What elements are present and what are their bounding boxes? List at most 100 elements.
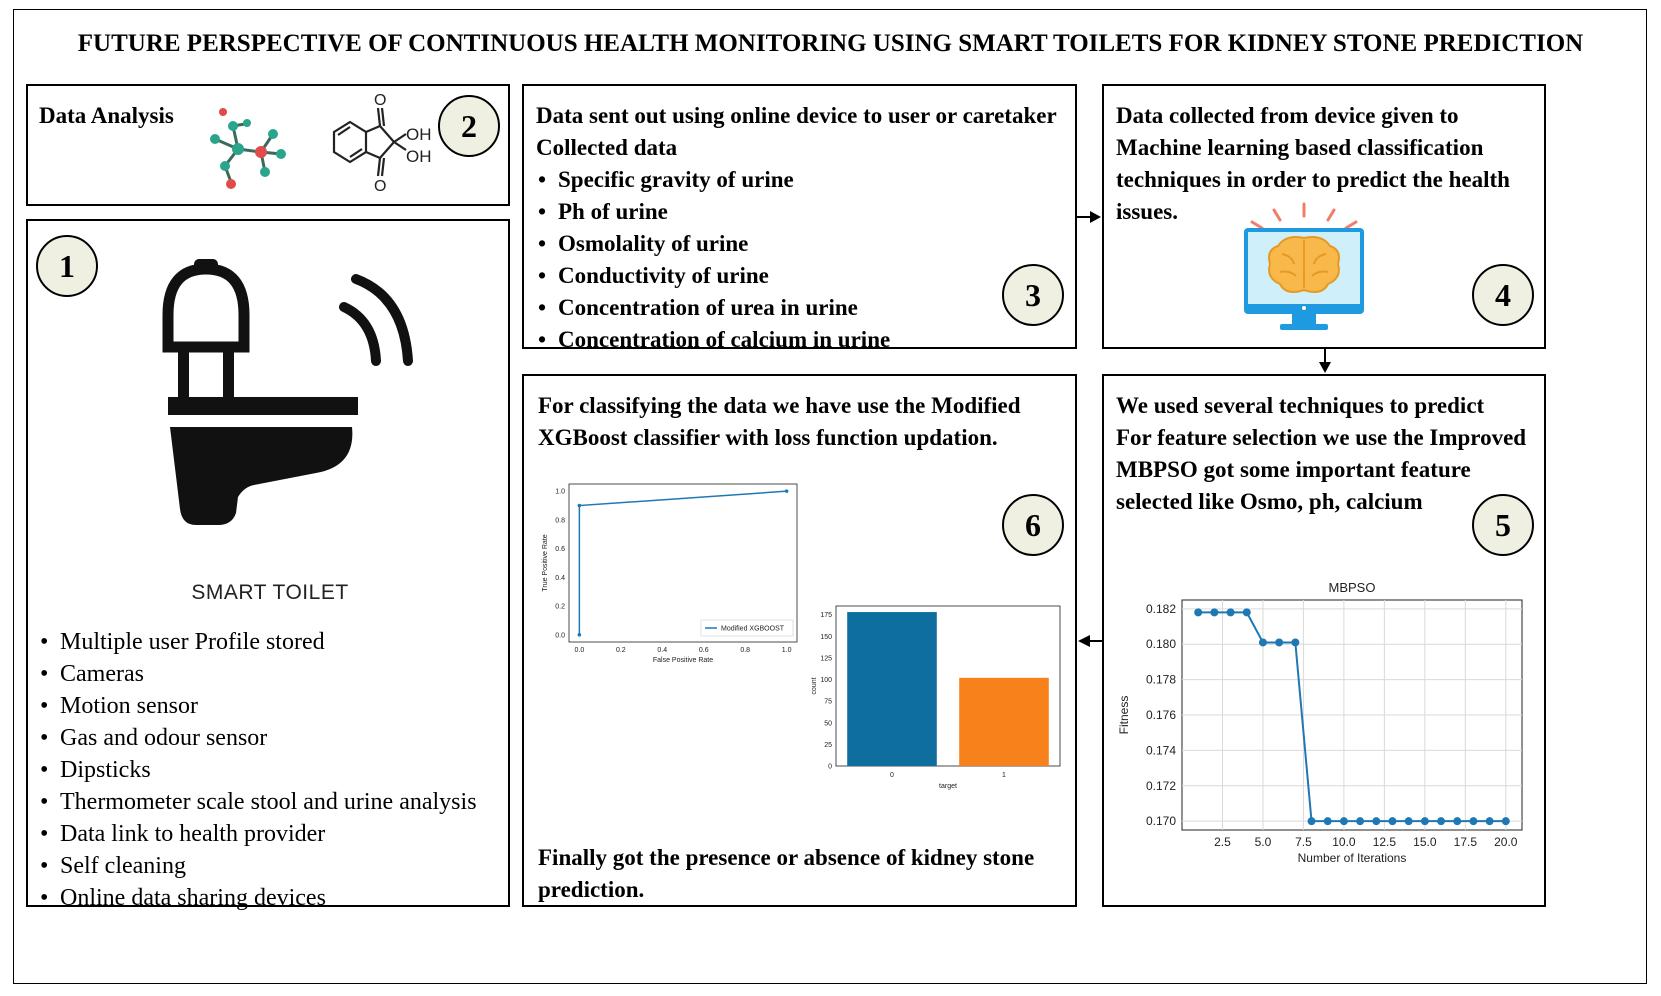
toilet-feature-item: Dipsticks (38, 754, 477, 786)
step-6-badge: 6 (1002, 494, 1064, 556)
y-tick-label: 125 (820, 655, 832, 662)
target-count-bar-chart: 0 25 50 75 100 125 150 175 0 1 target count (811, 605, 1061, 790)
toilet-feature-item: Data link to health provider (38, 818, 477, 850)
classification-line: prediction. (538, 877, 645, 902)
ml-text-line: Data collected from device given to (1116, 103, 1459, 128)
step-4-badge: 4 (1472, 264, 1534, 326)
y-tick-label: 100 (820, 677, 832, 684)
classification-text-bottom: Finally got the presence or absence of k… (538, 842, 1034, 906)
step-2-badge: 2 (438, 95, 500, 157)
y-tick-label: 0.170 (1146, 814, 1176, 828)
collected-data-item: Concentration of calcium in urine (536, 324, 1057, 356)
x-tick-label: 1 (1002, 772, 1006, 779)
toilet-feature-item: Cameras (38, 658, 477, 690)
y-tick-label: 150 (820, 634, 832, 641)
y-tick-label: 0.2 (555, 604, 565, 611)
mbpso-fitness-chart: 2.5 5.0 7.5 10.0 12.5 15.0 17.5 20.0 0.170 0.172 0… (1117, 580, 1523, 865)
y-tick-label: 0.172 (1146, 779, 1176, 793)
toilet-feature-item: Online data sharing devices (38, 882, 477, 914)
smart-toilet-caption: SMART TOILET (191, 581, 349, 604)
fitness-point (1453, 817, 1462, 826)
collection-line-1: Data sent out using online device to use… (536, 103, 1057, 128)
panel-classification: For classifying the data we have use the… (522, 374, 1077, 907)
ml-text-line: Machine learning based classification (1116, 135, 1484, 160)
y-tick-label: 0.0 (555, 632, 565, 639)
roc-point (577, 633, 582, 637)
y-tick-label: 0.176 (1146, 708, 1176, 722)
x-tick-label: 15.0 (1413, 835, 1437, 849)
selection-text-line: We used several techniques to predict (1116, 393, 1485, 418)
y-tick-label: 25 (824, 742, 832, 749)
smart-toilet-icon (162, 259, 413, 525)
x-tick-label: 5.0 (1255, 835, 1272, 849)
x-tick-label: 12.5 (1373, 835, 1397, 849)
chem-oxygen-bottom: O (374, 178, 386, 195)
classification-line: For classifying the data we have use the… (538, 393, 1021, 418)
y-tick-label: 0.6 (555, 546, 565, 553)
x-tick-label: 0 (890, 772, 894, 779)
ml-text: Data collected from device given to Machi… (1116, 100, 1510, 228)
classification-text-top: For classifying the data we have use the… (538, 390, 1021, 454)
x-tick-label: 7.5 (1295, 835, 1312, 849)
fitness-point (1339, 817, 1348, 826)
step-5-badge: 5 (1472, 494, 1534, 556)
chem-oxygen-top: O (374, 92, 386, 109)
x-tick-label: 2.5 (1214, 835, 1231, 849)
toilet-feature-item: Thermometer scale stool and urine analys… (38, 786, 477, 818)
y-axis-label: True Positive Rate (542, 534, 549, 591)
fitness-point (1323, 817, 1332, 826)
page-title: FUTURE PERSPECTIVE OF CONTINUOUS HEALTH … (77, 30, 1584, 57)
x-axis-label: target (939, 783, 957, 790)
toilet-feature-item: Multiple user Profile stored (38, 626, 477, 658)
fitness-point (1501, 817, 1510, 826)
panel-machine-learning: Data collected from device given to Machi… (1102, 84, 1546, 349)
selection-text-line: For feature selection we use the Improve… (1116, 425, 1527, 450)
chart-title: MBPSO (1329, 580, 1376, 595)
legend-label: Modified XGBOOST (721, 626, 785, 633)
fitness-point (1307, 817, 1316, 826)
fitness-point (1210, 608, 1219, 617)
y-tick-label: 50 (824, 720, 832, 727)
x-tick-label: 20.0 (1494, 835, 1518, 849)
fitness-point (1356, 817, 1365, 826)
x-tick-label: 17.5 (1454, 835, 1478, 849)
x-axis-label: Number of Iterations (1298, 851, 1407, 865)
fitness-point (1242, 608, 1251, 617)
fitness-point (1388, 817, 1397, 826)
ml-text-line: issues. (1116, 199, 1178, 224)
step-3-badge: 3 (1002, 264, 1064, 326)
panel-smart-toilet: 1 SMART TOILET Multiple user Profile sto… (26, 219, 510, 914)
selection-text-line: selected like Osmo, ph, calcium (1116, 489, 1423, 514)
x-tick-label: 0.8 (740, 647, 750, 654)
y-tick-label: 0.178 (1146, 673, 1176, 687)
chem-hydroxyl-bottom: OH (406, 147, 432, 166)
panel-data-collection: Data sent out using online device to use… (522, 84, 1077, 356)
y-tick-label: 0.180 (1146, 637, 1176, 651)
fitness-point (1258, 638, 1267, 647)
y-axis-label: count (811, 677, 818, 694)
panel-data-analysis: Data Analysis O O OH (26, 84, 510, 206)
brain-monitor-icon (1244, 202, 1364, 330)
fitness-point (1404, 817, 1413, 826)
legend-box (700, 619, 794, 637)
collected-data-item: Conductivity of urine (536, 260, 1057, 292)
toilet-feature-item: Self cleaning (38, 850, 477, 882)
y-tick-label: 175 (820, 612, 832, 619)
y-tick-label: 0.174 (1146, 743, 1176, 757)
bar-1 (959, 677, 1049, 766)
data-analysis-label: Data Analysis (39, 103, 174, 128)
x-tick-label: 10.0 (1332, 835, 1356, 849)
x-axis-label: False Positive Rate (653, 657, 713, 664)
y-tick-label: 1.0 (555, 489, 565, 496)
classification-line: XGBoost classifier with loss function up… (538, 425, 998, 450)
collected-data-item: Concentration of urea in urine (536, 292, 1057, 324)
y-tick-label: 75 (824, 699, 832, 706)
y-tick-label: 0.4 (555, 575, 565, 582)
fitness-point (1194, 608, 1203, 617)
x-tick-label: 1.0 (782, 647, 792, 654)
y-tick-label: 0 (828, 764, 832, 771)
bar-0 (847, 612, 937, 766)
y-tick-label: 0.182 (1146, 602, 1176, 616)
